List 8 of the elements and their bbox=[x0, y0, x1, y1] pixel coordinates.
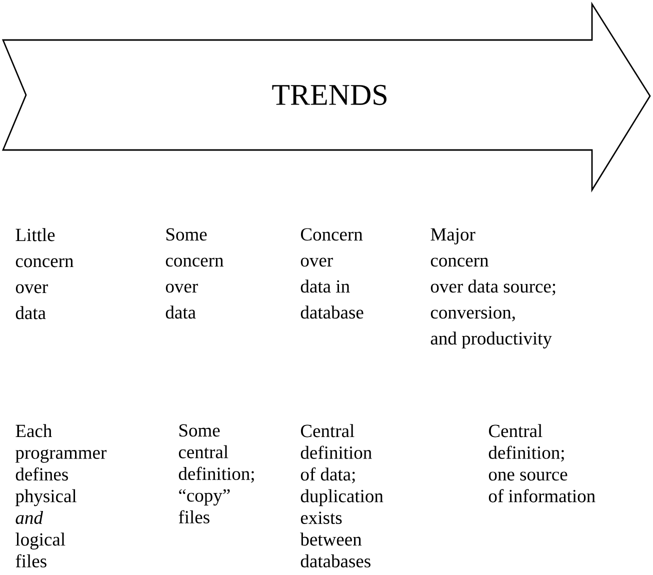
column-text: Some central definition; “copy” files bbox=[178, 424, 254, 524]
column-text: Each programmer defines physical and logical files bbox=[16, 424, 106, 568]
column-text: Concern over data in database bbox=[300, 228, 364, 319]
column-text: Little concern over data bbox=[16, 228, 74, 320]
column-text: Some concern over data bbox=[166, 228, 224, 319]
column-text: Major concern over data source; conversion, and productivity bbox=[430, 228, 556, 348]
column-text: Central definition; one source of information bbox=[488, 424, 596, 502]
column-text: Central definition of data; duplication exists between databases bbox=[300, 424, 384, 568]
